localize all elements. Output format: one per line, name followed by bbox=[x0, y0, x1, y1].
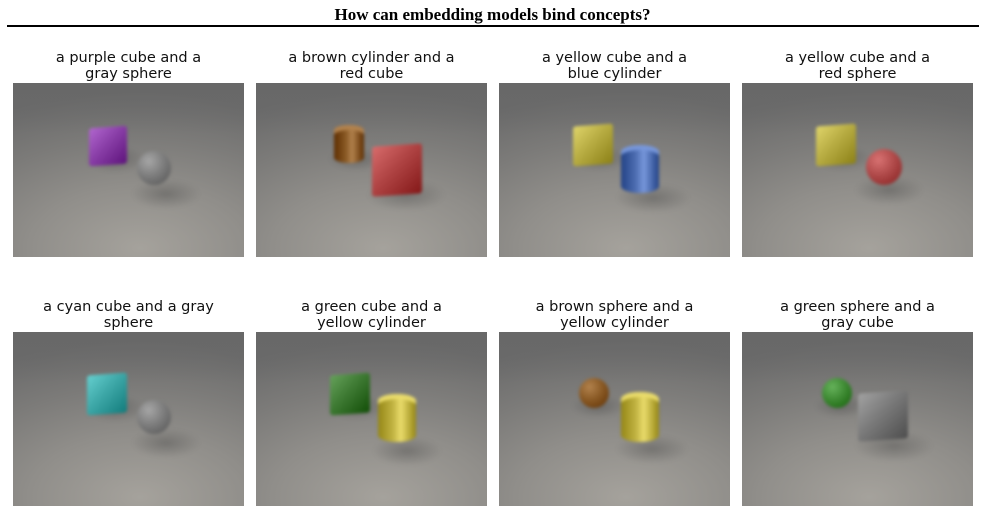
figure-title: How can embedding models bind concepts? bbox=[334, 5, 651, 24]
panel-caption: a purple cube and a gray sphere bbox=[3, 50, 254, 83]
panel-caption: a yellow cube and a blue cylinder bbox=[489, 50, 740, 83]
yellow-cylinder bbox=[621, 392, 659, 442]
brown-cylinder bbox=[334, 125, 364, 163]
panel-7: a brown sphere and a yellow cylinder bbox=[499, 299, 730, 506]
title-divider bbox=[7, 25, 979, 27]
panel-5: a cyan cube and a gray sphere bbox=[13, 299, 244, 506]
caption-line-1: a brown sphere and a bbox=[535, 299, 694, 315]
red-sphere bbox=[866, 149, 902, 185]
panel-caption: a brown cylinder and a red cube bbox=[246, 50, 497, 83]
caption-line-1: a cyan cube and a gray bbox=[43, 299, 214, 315]
caption-line-2: yellow cylinder bbox=[560, 315, 669, 331]
blue-cylinder bbox=[621, 145, 659, 193]
caption-line-2: yellow cylinder bbox=[317, 315, 426, 331]
rendered-scene bbox=[499, 332, 730, 506]
gray-sphere bbox=[137, 400, 171, 434]
green-cube bbox=[330, 372, 370, 416]
rendered-scene bbox=[742, 332, 973, 506]
caption-line-2: blue cylinder bbox=[567, 66, 662, 82]
panel-1: a purple cube and a gray sphere bbox=[13, 50, 244, 257]
yellow-cylinder bbox=[378, 394, 416, 442]
panel-8: a green sphere and a gray cube bbox=[742, 299, 973, 506]
caption-line-1: a purple cube and a bbox=[55, 50, 202, 66]
caption-line-2: gray cube bbox=[821, 315, 894, 331]
panel-caption: a cyan cube and a gray sphere bbox=[3, 299, 254, 332]
caption-line-2: gray sphere bbox=[85, 66, 172, 82]
red-cube bbox=[372, 143, 422, 197]
cyan-cube bbox=[87, 372, 127, 416]
rendered-scene bbox=[499, 83, 730, 257]
gray-sphere bbox=[137, 151, 171, 185]
caption-line-1: a brown cylinder and a bbox=[288, 50, 455, 66]
purple-cube bbox=[89, 125, 127, 167]
caption-line-2: sphere bbox=[103, 315, 154, 331]
rendered-scene bbox=[256, 83, 487, 257]
green-sphere bbox=[822, 378, 852, 408]
panel-caption: a green cube and a yellow cylinder bbox=[246, 299, 497, 332]
caption-line-2: red sphere bbox=[818, 66, 897, 82]
caption-line-2: red cube bbox=[339, 66, 404, 82]
panel-2: a brown cylinder and a red cube bbox=[256, 50, 487, 257]
rendered-scene bbox=[742, 83, 973, 257]
panel-3: a yellow cube and a blue cylinder bbox=[499, 50, 730, 257]
caption-line-1: a green sphere and a bbox=[780, 299, 935, 315]
rendered-scene bbox=[13, 83, 244, 257]
caption-line-1: a yellow cube and a bbox=[541, 50, 688, 66]
yellow-cube bbox=[573, 123, 613, 167]
rendered-scene bbox=[256, 332, 487, 506]
panel-6: a green cube and a yellow cylinder bbox=[256, 299, 487, 506]
gray-cube bbox=[858, 390, 908, 442]
brown-sphere bbox=[579, 378, 609, 408]
caption-line-1: a yellow cube and a bbox=[784, 50, 931, 66]
yellow-cube bbox=[816, 123, 856, 167]
panel-4: a yellow cube and a red sphere bbox=[742, 50, 973, 257]
panel-caption: a green sphere and a gray cube bbox=[732, 299, 983, 332]
panel-caption: a yellow cube and a red sphere bbox=[732, 50, 983, 83]
rendered-scene bbox=[13, 332, 244, 506]
panel-caption: a brown sphere and a yellow cylinder bbox=[489, 299, 740, 332]
caption-line-1: a green cube and a bbox=[301, 299, 442, 315]
